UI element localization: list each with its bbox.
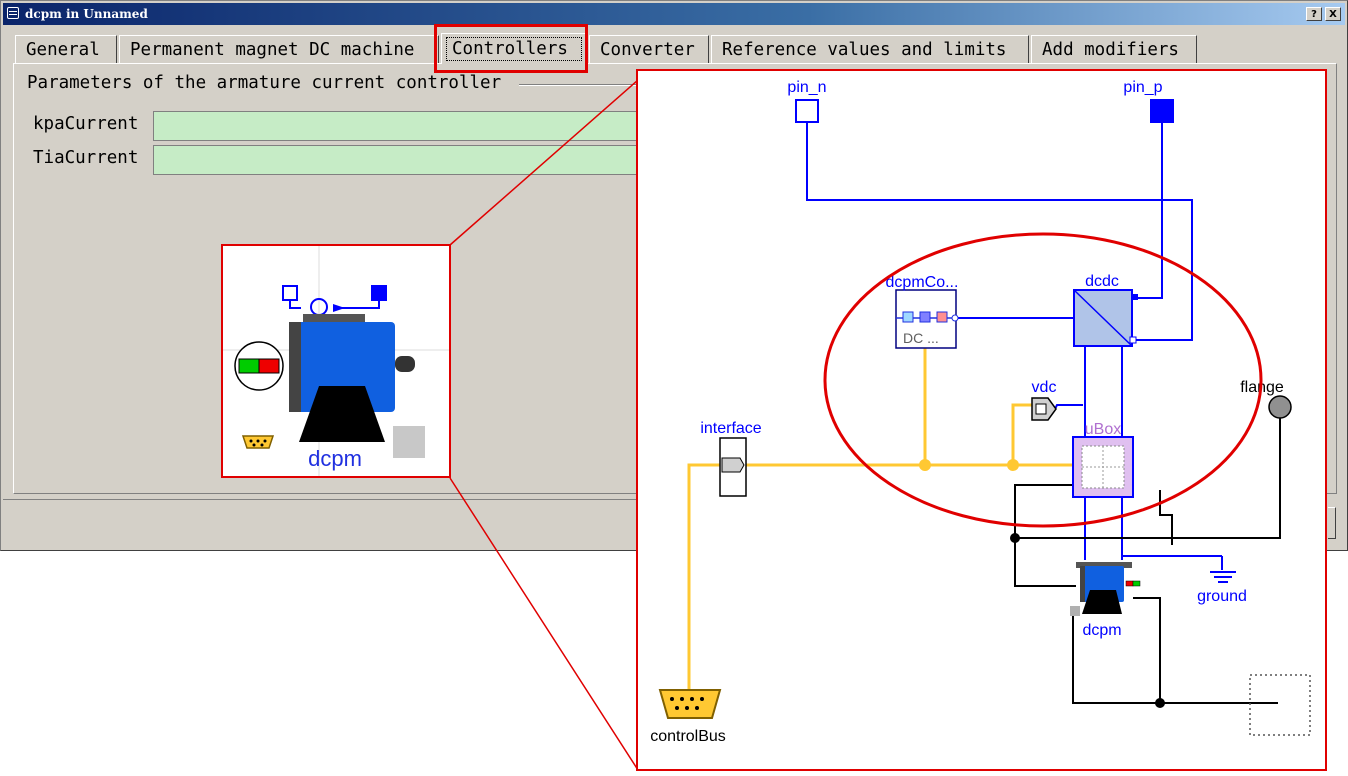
dcpm-label: dcpm — [1082, 622, 1121, 639]
tab-converter[interactable]: Converter — [589, 35, 709, 63]
group-title: Parameters of the armature current contr… — [27, 73, 506, 93]
pin-n-icon — [282, 285, 298, 301]
dcdc-label: dcdc — [1085, 273, 1119, 290]
dcdc-converter[interactable] — [1073, 289, 1138, 347]
ubox-label: uBox — [1085, 421, 1121, 438]
tab-label: General — [26, 40, 100, 60]
help-button[interactable]: ? — [1306, 7, 1322, 21]
group-divider — [519, 84, 639, 86]
pin-p-icon — [371, 285, 387, 301]
interface-block[interactable] — [719, 437, 747, 497]
electrical-wires — [806, 122, 1236, 583]
tab-label: Reference values and limits — [722, 40, 1007, 60]
param-label-kpacurrent: kpaCurrent — [33, 114, 139, 134]
ground-label: ground — [1197, 588, 1247, 605]
dcpm-motor[interactable] — [1070, 562, 1141, 616]
window-title: dcpm in Unnamed — [25, 7, 148, 21]
highlight-ellipse — [823, 232, 1263, 528]
pin-n-label: pin_n — [787, 79, 826, 96]
tab-label: Controllers — [452, 39, 568, 59]
diagram-canvas: pin_n pin_p DC ... dcpmCo... dcdc — [650, 79, 1311, 745]
kpacurrent-input[interactable] — [153, 111, 639, 141]
focus-rect — [446, 37, 582, 61]
placeholder-box — [1249, 674, 1311, 736]
diagram-view: pin_n pin_p DC ... dcpmCo... dcdc — [636, 69, 1327, 771]
dcpm-icon-preview: dcpm — [221, 244, 451, 478]
tab-label: Converter — [600, 40, 695, 60]
dcpm-icon-graphic: dcpm — [223, 246, 449, 476]
ubox-block[interactable] — [1072, 436, 1134, 498]
control-bus-label: controlBus — [650, 728, 726, 745]
icon-name-label: dcpm — [308, 446, 362, 471]
flange-icon[interactable] — [1268, 395, 1292, 419]
tab-reference-values-and-limits[interactable]: Reference values and limits — [711, 35, 1029, 63]
close-button[interactable]: X — [1325, 7, 1341, 21]
callout-line-top — [449, 79, 639, 246]
callout-line-bottom — [449, 477, 639, 771]
tab-general[interactable]: General — [15, 35, 117, 63]
tab-label: Add modifiers — [1042, 40, 1179, 60]
tab-add-modifiers[interactable]: Add modifiers — [1031, 35, 1197, 63]
controller-block[interactable]: DC ... — [895, 289, 959, 349]
vdc-block[interactable] — [1031, 397, 1057, 421]
motor-base — [299, 386, 385, 442]
title-bar: dcpm in Unnamed ? X — [3, 3, 1345, 25]
param-label-tiacurrent: TiaCurrent — [33, 148, 139, 168]
pin-p-label: pin_p — [1123, 79, 1162, 96]
status-bar — [3, 499, 639, 548]
motor-shaft — [395, 356, 415, 372]
controllers-tab-highlight — [434, 24, 588, 73]
tab-controllers[interactable]: Controllers — [441, 33, 587, 64]
vdc-label: vdc — [1032, 379, 1057, 396]
gray-placeholder — [393, 426, 425, 458]
pin-p-icon[interactable] — [1150, 99, 1174, 123]
controller-inner-label: DC ... — [903, 330, 939, 346]
mechanical-wires — [1014, 418, 1281, 704]
motor-body — [289, 322, 395, 412]
dialog-button-edge[interactable] — [1328, 507, 1336, 539]
control-bus-connector[interactable] — [658, 689, 722, 719]
controller-label: dcpmCo... — [886, 274, 959, 291]
interface-label: interface — [700, 420, 761, 437]
pin-n-icon[interactable] — [795, 99, 819, 123]
tab-permanent-magnet-dc-machine[interactable]: Permanent magnet DC machine — [119, 35, 439, 63]
app-icon — [7, 7, 19, 19]
tab-label: Permanent magnet DC machine — [130, 40, 415, 60]
